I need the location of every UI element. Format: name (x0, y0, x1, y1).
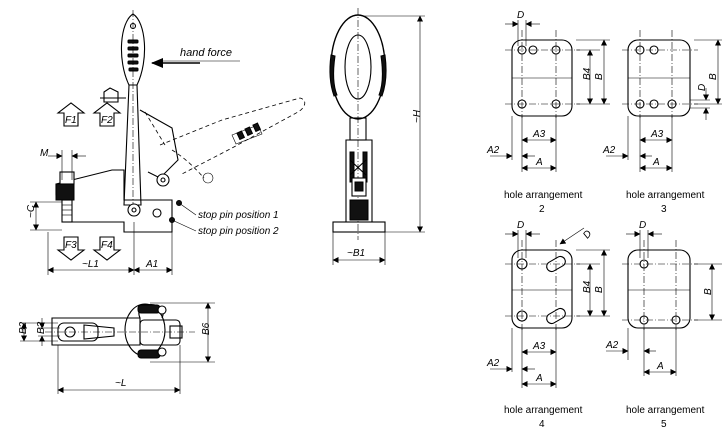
svg-text:A3: A3 (650, 129, 664, 140)
svg-text:B4: B4 (582, 280, 593, 293)
svg-text:B: B (708, 73, 719, 80)
svg-text:F3: F3 (65, 240, 77, 251)
svg-text:A2: A2 (605, 340, 619, 351)
svg-text:A: A (656, 361, 664, 372)
dim-b3: B3 (36, 321, 47, 334)
handle-open-position (159, 97, 306, 176)
svg-text:B: B (594, 286, 605, 293)
svg-text:A: A (535, 157, 543, 168)
svg-text:3: 3 (661, 204, 667, 215)
dim-l: ~L (115, 378, 126, 389)
hand-force-label: hand force (180, 47, 232, 59)
stop-pin-1-label: stop pin position 1 (198, 210, 279, 221)
dim-m: M (40, 148, 49, 159)
handle-arm (123, 84, 142, 206)
svg-text:D: D (639, 220, 646, 231)
force-arrow-f2: F2 (92, 102, 122, 127)
svg-text:A: A (535, 373, 543, 384)
svg-text:5: 5 (661, 419, 667, 430)
dim-c: ~C (26, 204, 37, 218)
caption-hole-arrangement-2: hole arrangement (504, 190, 583, 201)
dim-b6: B6 (201, 322, 212, 335)
dim-a1: A1 (145, 259, 158, 270)
svg-text:A2: A2 (486, 145, 500, 156)
svg-text:F2: F2 (101, 115, 113, 126)
dim-b2: B2 (18, 321, 29, 334)
caption-hole-arrangement-4: hole arrangement (504, 405, 583, 416)
svg-text:D: D (517, 10, 524, 21)
svg-text:F1: F1 (65, 115, 77, 126)
dim-h: ~H (412, 109, 423, 123)
svg-text:2: 2 (539, 204, 545, 215)
force-arrow-f3: F3 (56, 236, 86, 261)
hole-arrangement-4 (505, 240, 580, 330)
svg-text:4: 4 (539, 419, 545, 430)
side-view (55, 10, 306, 233)
svg-text:A: A (652, 157, 660, 168)
svg-text:D: D (697, 84, 708, 91)
svg-text:A3: A3 (532, 129, 546, 140)
svg-text:A3: A3 (532, 341, 546, 352)
svg-text:B: B (703, 288, 714, 295)
svg-text:F4: F4 (101, 240, 113, 251)
svg-text:D: D (581, 228, 594, 241)
base-plate-front (332, 221, 386, 233)
dim-b1: ~B1 (347, 248, 365, 259)
handle-grip-front (330, 14, 386, 120)
hole-arrangement-5 (622, 240, 698, 330)
caption-hole-arrangement-3: hole arrangement (626, 190, 705, 201)
force-arrow-f1: F1 (56, 102, 86, 127)
caption-hole-arrangement-5: hole arrangement (626, 405, 705, 416)
hole-arrangement-2 (505, 30, 580, 118)
force-arrow-f4: F4 (92, 236, 122, 261)
svg-text:B4: B4 (582, 67, 593, 80)
svg-text:A2: A2 (602, 145, 616, 156)
svg-text:B: B (594, 73, 605, 80)
dim-l1: ~L1 (82, 259, 99, 270)
svg-text:D: D (517, 220, 524, 231)
front-view (329, 8, 387, 240)
top-view (45, 303, 195, 359)
hole-arrangement-3 (622, 30, 698, 118)
svg-text:A2: A2 (486, 358, 500, 369)
stop-pin-2-label: stop pin position 2 (198, 226, 279, 237)
